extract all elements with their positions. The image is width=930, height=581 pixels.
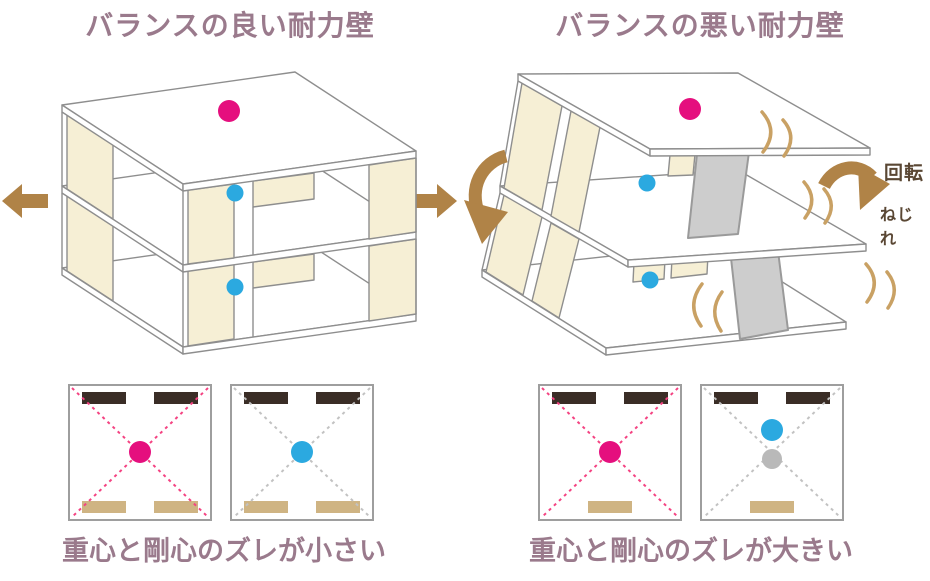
rigidity-center-dot	[638, 174, 656, 192]
wall-bar	[786, 392, 830, 404]
plan-view-rigidity-unbalanced	[700, 384, 844, 521]
rigidity-center-dot	[761, 419, 783, 441]
rigidity-center-dot	[641, 271, 659, 289]
unbalanced-structure-illustration	[462, 62, 902, 362]
wall-bar	[244, 392, 288, 404]
balanced-structure-illustration	[50, 62, 430, 357]
wall-bar	[316, 392, 360, 404]
bad-balance-title: バランスの悪い耐力壁	[555, 10, 845, 41]
rigidity-center-dot	[226, 278, 244, 296]
right-force-arrow-icon	[409, 184, 457, 218]
shifted-center-dot	[762, 449, 782, 469]
wall-bar	[154, 392, 198, 404]
wall-bar	[750, 501, 794, 513]
wall-bar	[588, 501, 632, 513]
plan-view-gravity-unbalanced	[538, 384, 682, 521]
plan-view-rigidity-balanced	[230, 384, 374, 521]
gravity-center-dot	[218, 100, 240, 122]
left-force-arrow-icon	[2, 184, 48, 218]
rigidity-center-dot	[226, 184, 244, 202]
wall-bar	[82, 392, 126, 404]
rotate-arrow-right-icon	[818, 161, 890, 210]
gravity-center-dot	[129, 441, 151, 463]
good-balance-title: バランスの良い耐力壁	[85, 10, 375, 41]
rigidity-center-dot	[291, 441, 313, 463]
wall-bar	[624, 392, 668, 404]
wall-bar	[316, 501, 360, 513]
rotate-arrow-left-icon	[464, 149, 509, 244]
bad-balance-caption: 重心と剛心のズレが大きい	[529, 536, 853, 566]
wall-bar	[154, 501, 198, 513]
wall-bar	[552, 392, 596, 404]
good-balance-caption: 重心と剛心のズレが小さい	[62, 536, 386, 566]
wall-bar	[82, 501, 126, 513]
gravity-center-dot	[679, 98, 701, 120]
vibration-marks	[692, 110, 896, 333]
gravity-center-dot	[599, 441, 621, 463]
wall-bar	[714, 392, 758, 404]
wall-bar	[244, 501, 288, 513]
rotation-label: 回転	[884, 163, 925, 184]
twist-label: ねじれ	[880, 207, 915, 248]
plan-view-gravity-balanced	[68, 384, 212, 521]
